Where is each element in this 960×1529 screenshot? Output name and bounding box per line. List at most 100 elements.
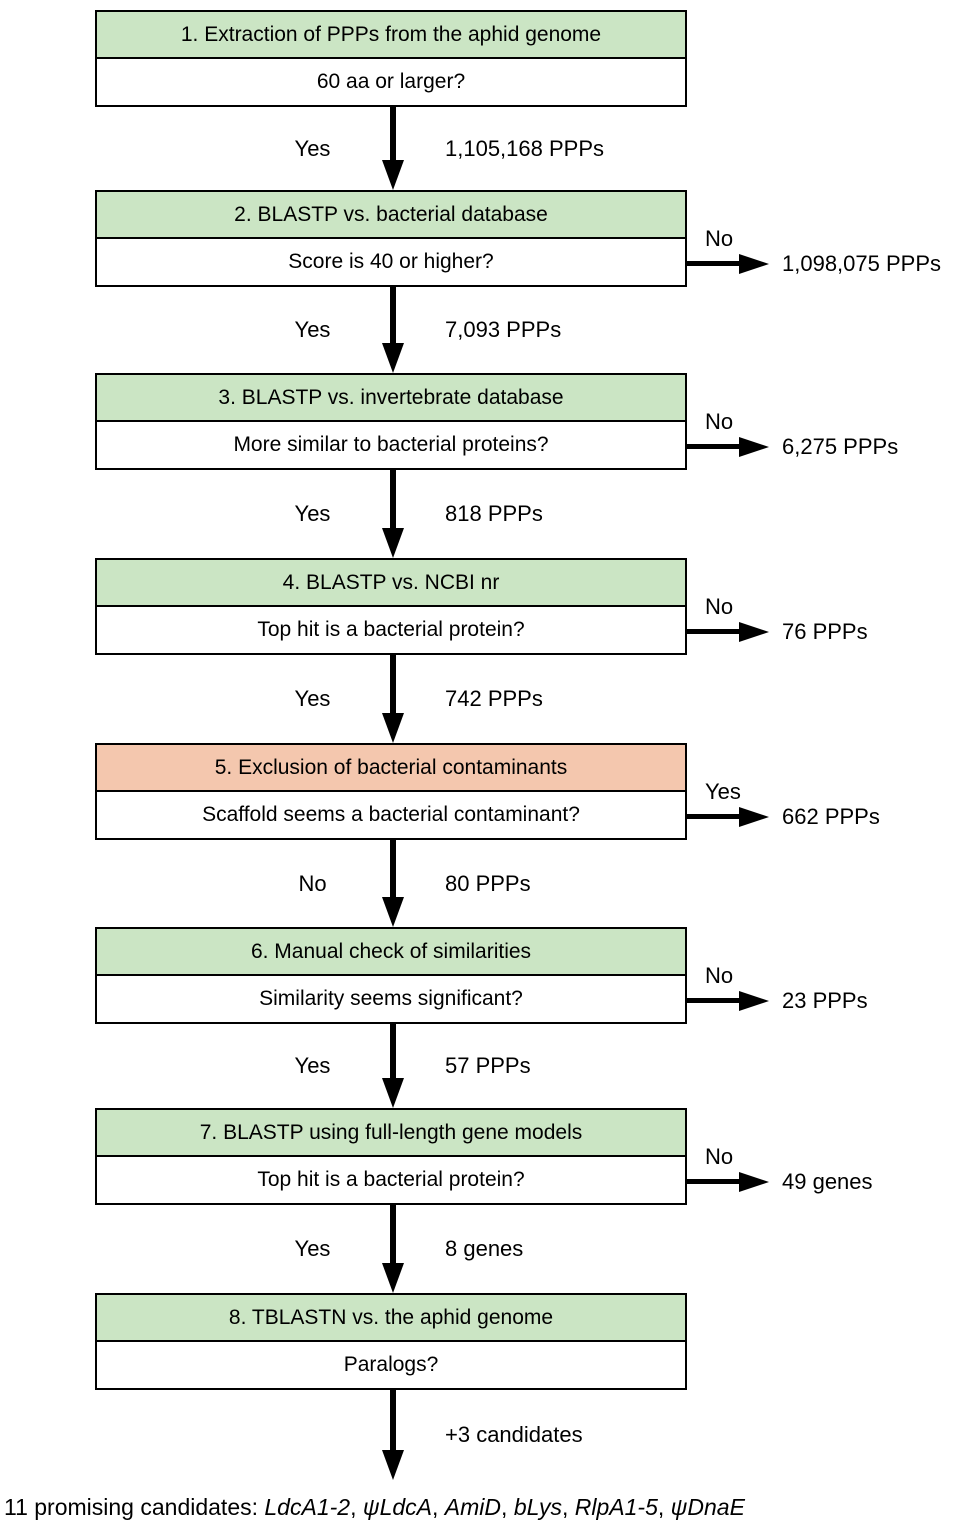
step-4-question-label: Top hit is a bacterial protein?	[257, 618, 525, 641]
step-3-box: 3. BLASTP vs. invertebrate database More…	[95, 373, 687, 470]
connector-3-4: Yes 818 PPPs	[0, 470, 960, 558]
step-5-header-label: 5. Exclusion of bacterial contaminants	[214, 755, 568, 779]
down-arrowhead-icon	[382, 528, 404, 558]
step-3-header: 3. BLASTP vs. invertebrate database	[97, 375, 685, 422]
connector-6-7: Yes 57 PPPs	[0, 1024, 960, 1108]
step-2-question-label: Score is 40 or higher?	[288, 250, 494, 273]
right-arrowhead-icon	[739, 621, 769, 642]
step-2-box: 2. BLASTP vs. bacterial database Score i…	[95, 190, 687, 287]
branch-label: No	[705, 1144, 734, 1169]
right-arrowhead-icon	[739, 990, 769, 1011]
branch-label: No	[705, 963, 734, 988]
step-6-question-label: Similarity seems significant?	[259, 987, 523, 1010]
step-7-header: 7. BLASTP using full-length gene models	[97, 1110, 685, 1157]
candidate-gene: bLys	[513, 1494, 562, 1520]
candidate-gene: ψDnaE	[670, 1494, 745, 1520]
down-arrow	[390, 287, 396, 349]
connector-4-5: Yes 742 PPPs	[0, 655, 960, 743]
down-arrowhead-icon	[382, 1078, 404, 1108]
step-1-header: 1. Extraction of PPPs from the aphid gen…	[97, 12, 685, 59]
step-5-box: 5. Exclusion of bacterial contaminants S…	[95, 743, 687, 840]
right-arrowhead-icon	[739, 436, 769, 457]
down-arrow	[390, 655, 396, 719]
branch-label: No	[705, 226, 734, 251]
right-arrow	[687, 1179, 739, 1184]
count-label: 1,105,168 PPPs	[445, 135, 605, 161]
down-arrow	[390, 1024, 396, 1084]
count-label: 6,275 PPPs	[782, 434, 899, 459]
right-arrow	[687, 261, 739, 266]
right-arrow	[687, 629, 739, 634]
down-arrow	[390, 1390, 396, 1456]
down-arrowhead-icon	[382, 713, 404, 743]
down-arrowhead-icon	[382, 1263, 404, 1293]
step-6-header-label: 6. Manual check of similarities	[250, 939, 532, 963]
separator: ,	[432, 1494, 445, 1520]
down-arrow	[390, 840, 396, 903]
connector-7-8: Yes 8 genes	[0, 1205, 960, 1293]
step-8-header-label: 8. TBLASTN vs. the aphid genome	[228, 1305, 554, 1329]
separator: ,	[561, 1494, 575, 1520]
down-arrowhead-icon	[382, 897, 404, 927]
step-4-header-label: 4. BLASTP vs. NCBI nr	[282, 570, 500, 594]
down-arrowhead-icon	[382, 160, 404, 190]
right-arrowhead-icon	[739, 253, 769, 274]
down-arrow	[390, 470, 396, 534]
count-label: 662 PPPs	[782, 804, 880, 829]
right-arrow	[687, 814, 739, 819]
down-arrowhead-icon	[382, 343, 404, 373]
step-7-question: Top hit is a bacterial protein?	[97, 1157, 685, 1203]
step-1-header-label: 1. Extraction of PPPs from the aphid gen…	[180, 22, 602, 46]
step-2-question: Score is 40 or higher?	[97, 239, 685, 285]
separator: ,	[657, 1494, 671, 1520]
candidate-gene: ψLdcA	[362, 1494, 433, 1520]
step-2-right-branch: No 1,098,075 PPPs	[687, 190, 960, 290]
step-4-box: 4. BLASTP vs. NCBI nr Top hit is a bacte…	[95, 558, 687, 655]
branch-label: No	[298, 870, 327, 896]
step-5-question-label: Scaffold seems a bacterial contaminant?	[202, 803, 580, 826]
count-label: 818 PPPs	[445, 501, 543, 526]
count-label: 76 PPPs	[782, 619, 868, 644]
branch-label: Yes	[294, 501, 331, 526]
step-7-box: 7. BLASTP using full-length gene models …	[95, 1108, 687, 1205]
candidate-gene: LdcA1-2	[264, 1494, 351, 1520]
candidate-gene: RlpA1-5	[574, 1494, 658, 1520]
step-5-question: Scaffold seems a bacterial contaminant?	[97, 792, 685, 838]
branch-label: Yes	[294, 317, 331, 342]
result-line: 11 promising candidates: LdcA1-2, ψLdcA,…	[4, 1494, 745, 1521]
step-8-header: 8. TBLASTN vs. the aphid genome	[97, 1295, 685, 1342]
step-4-question: Top hit is a bacterial protein?	[97, 607, 685, 653]
branch-label: Yes	[294, 1236, 331, 1261]
branch-label: Yes	[294, 686, 331, 711]
connector-2-3: Yes 7,093 PPPs	[0, 287, 960, 373]
step-6-question: Similarity seems significant?	[97, 976, 685, 1022]
down-arrow	[390, 1205, 396, 1269]
connector-8-result: +3 candidates	[0, 1390, 960, 1480]
step-6-header: 6. Manual check of similarities	[97, 929, 685, 976]
step-8-question-label: Paralogs?	[343, 1353, 439, 1376]
count-label: 23 PPPs	[782, 988, 868, 1013]
right-arrow	[687, 998, 739, 1003]
step-6-box: 6. Manual check of similarities Similari…	[95, 927, 687, 1024]
down-arrow	[390, 107, 396, 166]
down-arrowhead-icon	[382, 1450, 404, 1480]
count-label: 57 PPPs	[445, 1053, 531, 1078]
step-1-question-label: 60 aa or larger?	[316, 70, 466, 93]
count-label: 7,093 PPPs	[445, 317, 562, 342]
step-7-question-label: Top hit is a bacterial protein?	[257, 1168, 525, 1191]
right-arrow	[687, 444, 739, 449]
branch-label: Yes	[294, 135, 331, 161]
result-prefix: 11 promising candidates:	[4, 1494, 265, 1520]
step-4-right-branch: No 76 PPPs	[687, 558, 960, 658]
step-4-header: 4. BLASTP vs. NCBI nr	[97, 560, 685, 607]
branch-label: No	[705, 409, 734, 434]
step-3-question: More similar to bacterial proteins?	[97, 422, 685, 468]
step-3-right-branch: No 6,275 PPPs	[687, 373, 960, 473]
step-7-header-label: 7. BLASTP using full-length gene models	[199, 1120, 583, 1144]
count-label: 8 genes	[445, 1236, 524, 1261]
separator: ,	[350, 1494, 363, 1520]
branch-label: No	[705, 594, 734, 619]
step-5-right-branch: Yes 662 PPPs	[687, 743, 960, 843]
step-3-header-label: 3. BLASTP vs. invertebrate database	[218, 385, 564, 409]
step-1-question: 60 aa or larger?	[97, 59, 685, 105]
